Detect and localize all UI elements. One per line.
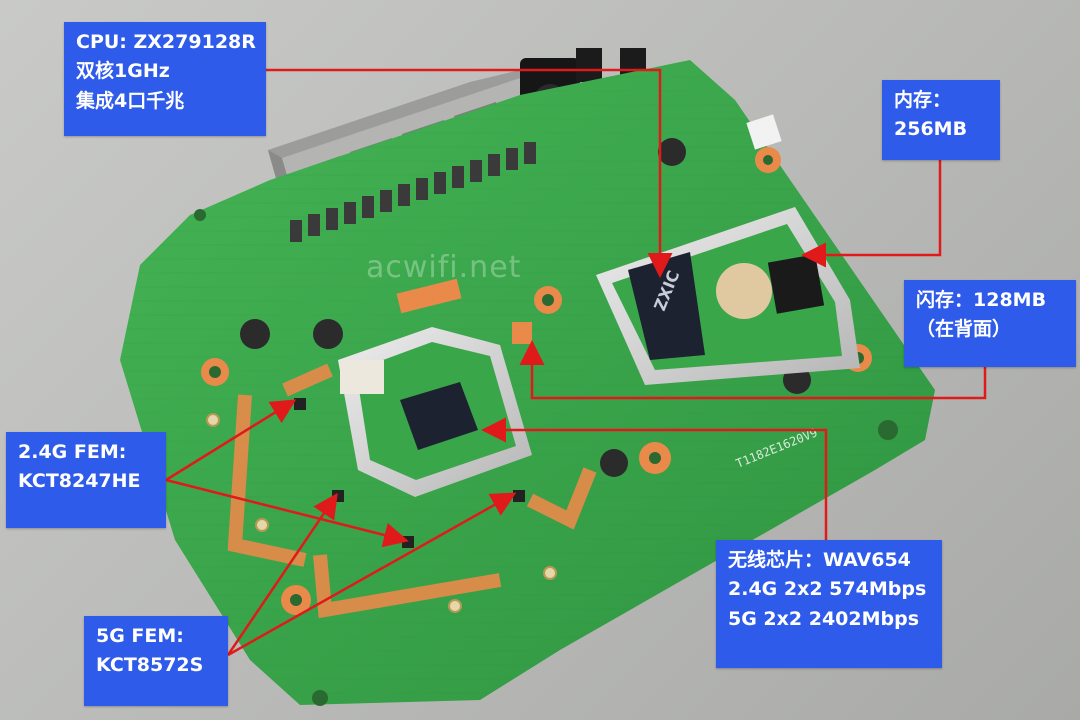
- ram-chip: [767, 254, 825, 314]
- cpu-label-line: 双核1GHz: [76, 60, 170, 83]
- inductors: [240, 138, 811, 477]
- ram-label-line: 256MB: [894, 118, 968, 141]
- ram-label-line: 内存：: [894, 89, 952, 111]
- fem-5g-label-line: 5G FEM:: [96, 625, 184, 647]
- shield-pad: [716, 263, 772, 319]
- cpu-label: CPU: ZX279128R 双核1GHz 集成4口千兆: [64, 22, 266, 136]
- watermark: acwifi.net: [366, 250, 522, 285]
- wifi-chip-label: 无线芯片：WAV654 2.4G 2x2 574Mbps 5G 2x2 2402…: [716, 540, 942, 668]
- fem-24g-label: 2.4G FEM: KCT8247HE: [6, 432, 166, 528]
- fem-5g-label-line: KCT8572S: [96, 654, 204, 677]
- qr-code: [746, 114, 782, 150]
- antenna-traces: [227, 363, 597, 619]
- copper-pad: [396, 278, 462, 314]
- copper-pad: [512, 322, 532, 344]
- wifi-chip: [400, 382, 478, 450]
- flash-label-line: 闪存：128MB: [916, 289, 1047, 311]
- fem-24g-label-line: 2.4G FEM:: [18, 441, 127, 463]
- flash-label-line: （在背面）: [916, 318, 1012, 341]
- soc-chip: [628, 252, 705, 360]
- shield-pad: [340, 360, 384, 394]
- cpu-label-line: 集成4口千兆: [76, 89, 185, 112]
- soc-shield: [596, 207, 860, 385]
- wifi-label-line: 2.4G 2x2 574Mbps: [728, 578, 927, 601]
- mounting-holes: [194, 147, 898, 706]
- cpu-label-line: CPU: ZX279128R: [76, 31, 256, 53]
- wifi-label-line: 无线芯片：WAV654: [728, 549, 911, 571]
- wifi-shield: [338, 327, 532, 497]
- reset-button: [576, 48, 602, 82]
- port-components: [290, 142, 536, 242]
- wifi-label-line: 5G 2x2 2402Mbps: [728, 607, 920, 630]
- fem-24g-label-line: KCT8247HE: [18, 470, 141, 493]
- ram-label: 内存： 256MB: [882, 80, 1000, 160]
- antenna-connectors: [206, 413, 557, 613]
- annotation-arrows: [165, 68, 987, 657]
- flash-label: 闪存：128MB （在背面）: [904, 280, 1076, 367]
- fem-5g-label: 5G FEM: KCT8572S: [84, 616, 228, 706]
